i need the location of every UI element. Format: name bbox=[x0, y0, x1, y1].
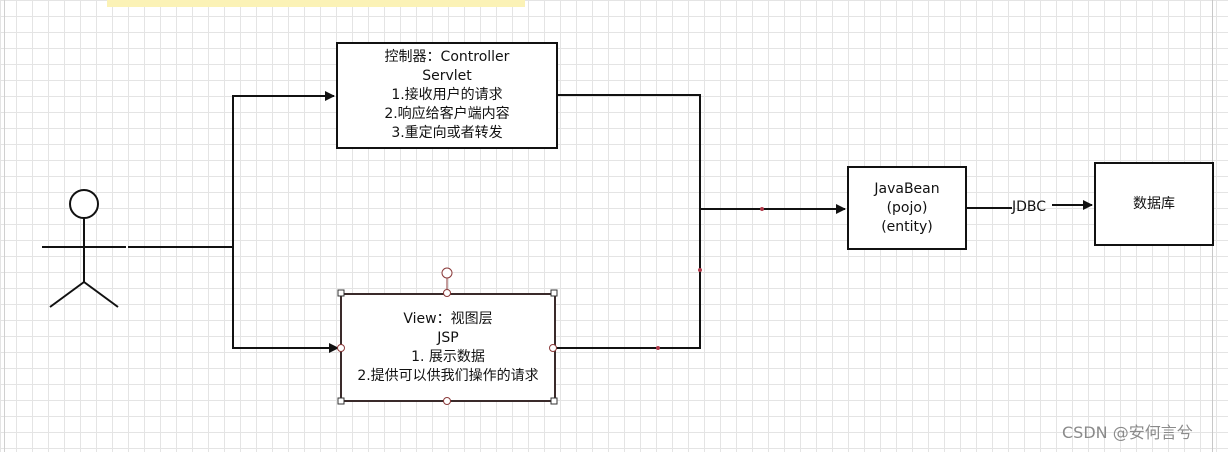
controller-to-javabean-connector[interactable] bbox=[558, 94, 701, 209]
javabean-box[interactable]: JavaBean (pojo) (entity) bbox=[847, 166, 967, 250]
controller-line: 2.响应给客户端内容 bbox=[384, 106, 510, 122]
controller-line: 1.接收用户的请求 bbox=[391, 87, 503, 103]
canvas-left-edge bbox=[4, 0, 5, 452]
view-line: 1. 展示数据 bbox=[411, 348, 485, 365]
javabean-line: (pojo) bbox=[886, 199, 928, 216]
watermark: CSDN @安何言兮 bbox=[1062, 423, 1193, 442]
user-to-view-arrow[interactable] bbox=[232, 247, 339, 353]
controller-box[interactable]: 控制器：Controller Servlet 1.接收用户的请求 2.响应给客户… bbox=[336, 42, 558, 149]
user-to-controller-arrow[interactable] bbox=[232, 91, 335, 247]
connection-points bbox=[656, 207, 764, 350]
javabean-line: JavaBean bbox=[874, 180, 940, 197]
view-to-javabean-connector[interactable] bbox=[556, 209, 701, 349]
database-box[interactable]: 数据库 bbox=[1094, 162, 1214, 246]
jdbc-label: JDBC bbox=[1012, 199, 1047, 215]
controller-title: 控制器：Controller bbox=[384, 49, 510, 65]
javabean-line: (entity) bbox=[881, 218, 933, 235]
user-actor-icon[interactable] bbox=[42, 189, 126, 308]
view-line: 2.提供可以供我们操作的请求 bbox=[357, 367, 539, 384]
view-title: View：视图层 bbox=[403, 310, 493, 327]
sticky-note[interactable] bbox=[107, 0, 525, 7]
controller-line: 3.重定向或者转发 bbox=[391, 125, 503, 141]
view-line: JSP bbox=[437, 329, 459, 346]
view-box[interactable]: View：视图层 JSP 1. 展示数据 2.提供可以供我们操作的请求 bbox=[340, 293, 556, 402]
controller-line: Servlet bbox=[422, 68, 472, 84]
database-label: 数据库 bbox=[1133, 195, 1175, 212]
